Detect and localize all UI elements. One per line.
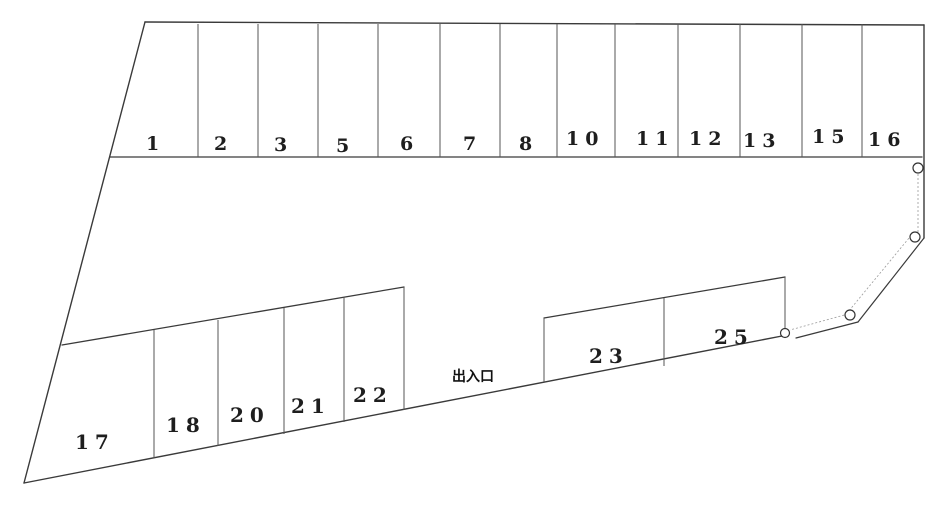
stall-label: 18 <box>166 413 206 437</box>
stall-label: 23 <box>589 344 629 368</box>
stall-label: 25 <box>714 325 754 349</box>
bottom-left-stalls <box>61 286 405 458</box>
bottom-left-labels: 17 18 20 21 22 <box>75 383 393 454</box>
stall-label: 7 <box>463 133 482 155</box>
stall-label: 17 <box>75 430 115 454</box>
entrance-label: 出入口 <box>452 368 494 385</box>
stall-label: 1 <box>146 133 165 155</box>
stall-label: 16 <box>868 129 906 151</box>
stall-label: 12 <box>689 128 727 150</box>
stall-label: 20 <box>230 403 270 427</box>
stall-label: 15 <box>812 126 850 148</box>
bottom-right-stalls <box>543 276 786 382</box>
fence-posts <box>779 162 924 339</box>
lot-outline <box>23 21 925 484</box>
stall-label: 6 <box>400 133 419 155</box>
fence-post <box>779 327 791 339</box>
fence-post <box>912 162 924 174</box>
stall-label: 5 <box>336 135 355 157</box>
fence-post <box>844 309 856 321</box>
stall-label: 3 <box>274 134 293 156</box>
fence-post <box>909 231 921 243</box>
stall-label: 13 <box>743 130 781 152</box>
stall-label: 10 <box>566 128 604 150</box>
stall-label: 11 <box>636 128 674 150</box>
top-row-stalls <box>109 24 923 158</box>
stall-label: 22 <box>353 383 393 407</box>
stall-label: 21 <box>291 394 331 418</box>
bottom-right-labels: 23 25 <box>589 325 754 368</box>
stall-label: 2 <box>214 133 233 155</box>
stall-label: 8 <box>519 133 538 155</box>
top-row-labels: 1 2 3 5 6 7 8 10 11 12 13 15 16 <box>146 126 906 157</box>
